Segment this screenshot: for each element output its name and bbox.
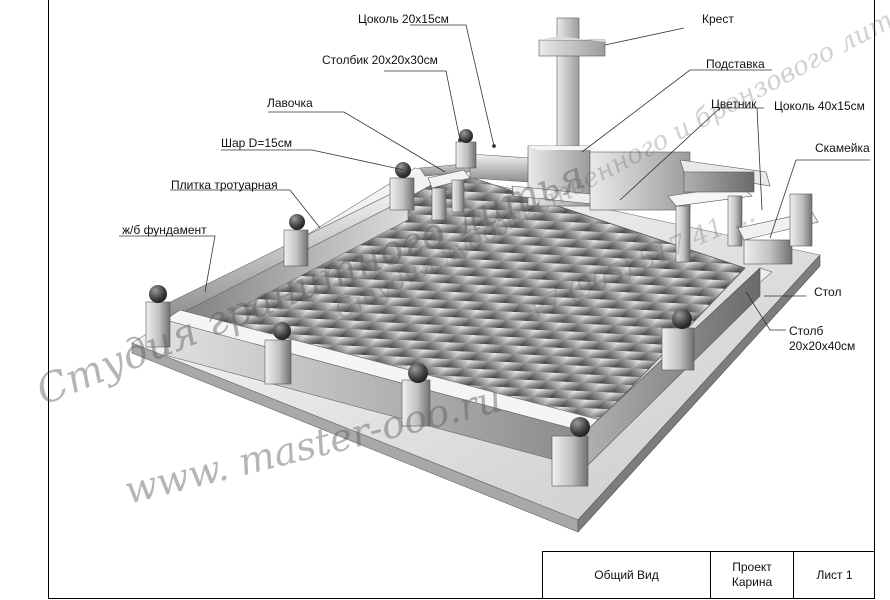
title-block-project: Проект Карина [710, 552, 793, 598]
post-left-mid [283, 214, 309, 267]
label-cokol-small: Цоколь 20х15см [358, 12, 449, 26]
drawing-frame [48, 0, 875, 599]
label-podstavka: Подставка [706, 57, 765, 71]
label-shar: Шар D=15см [221, 136, 292, 150]
curb-back-face [469, 153, 531, 183]
foundation-right-face [577, 254, 821, 533]
post-back-left [455, 129, 477, 169]
bench-lavochka [427, 169, 471, 221]
label-stol: Стол [814, 285, 842, 299]
label-cvetnik: Цветник [711, 97, 757, 111]
title-block-sheet: Лист 1 [793, 552, 875, 598]
label-stolb-line2: 20х20х40см [789, 339, 856, 353]
title-block: Общий Вид Проект Карина Лист 1 [542, 551, 874, 598]
post-left-back [389, 162, 415, 211]
title-block-project-line2: Карина [731, 575, 773, 589]
label-stolbik: Столбик 20х20х30см [322, 53, 438, 67]
label-plitka: Плитка тротуарная [171, 178, 278, 192]
label-cokol-large: Цоколь 40х15см [774, 99, 865, 113]
title-block-project-line1: Проект [732, 560, 772, 574]
post-front-mid-1 [264, 322, 292, 385]
cross-monument [538, 17, 606, 161]
post-right-mid [661, 309, 695, 371]
label-stolb-line1: Столб [789, 324, 824, 338]
label-fundament: ж/б фундамент [122, 223, 207, 237]
post-front-right [551, 417, 590, 487]
plinth-large [679, 159, 771, 193]
label-lavochka: Лавочка [267, 96, 313, 110]
post-front-mid-2 [401, 363, 431, 427]
post-front-left [145, 285, 171, 348]
bench-skameyka [737, 193, 819, 265]
label-krest: Крест [702, 12, 734, 26]
title-block-view: Общий Вид [594, 568, 659, 582]
label-skameyka: Скамейка [815, 141, 870, 155]
leader-lines [119, 24, 870, 331]
